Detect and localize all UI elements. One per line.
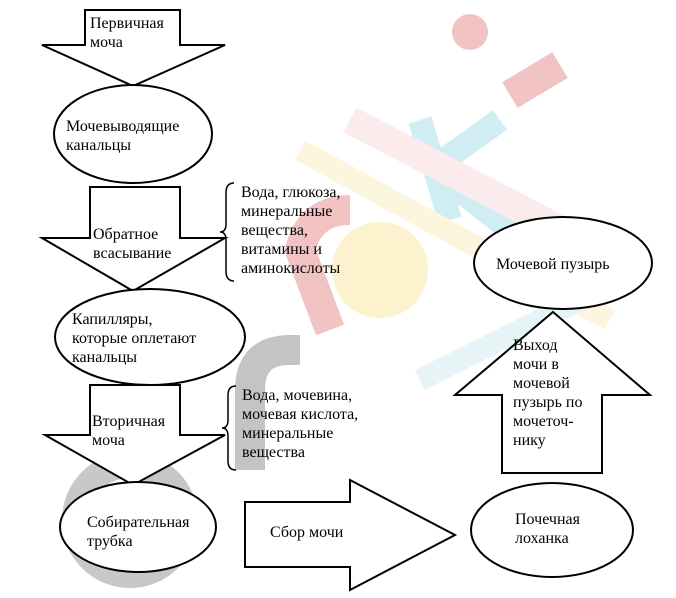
watermark-i (502, 52, 568, 108)
ellipse-renal-pelvis (470, 482, 634, 578)
up-arrow-ureter-exit (452, 310, 653, 474)
watermark-u (235, 335, 300, 470)
label-tubules: Мочевыводящие канальцы (66, 118, 180, 154)
ellipse-tubules (53, 84, 213, 184)
label-collecting-tube: Собирательная трубка (87, 514, 190, 550)
ellipse-collecting-tube (59, 481, 217, 573)
label-reabsorbed-substances: Вода, глюкоза, минеральные вещества, вит… (241, 184, 341, 277)
down-arrow-secondary-urine (41, 384, 226, 487)
watermark-dot (452, 14, 488, 50)
watermark-o (332, 222, 428, 318)
label-secondary-urine: Вторичная моча (92, 413, 166, 449)
ellipse-bladder (473, 216, 653, 310)
label-secondary-substances: Вода, мочевина, мочевая кислота, минерал… (242, 387, 359, 461)
label-capillaries: Капилляры, которые оплетают канальцы (72, 311, 197, 366)
label-bladder: Мочевой пузырь (496, 256, 610, 273)
brace-secondary (221, 385, 237, 471)
label-reabsorption: Обратное всасывание (93, 226, 172, 262)
down-arrow-primary-urine (41, 9, 226, 88)
brace-reabsorbed (219, 182, 235, 282)
label-ureter-exit: Выход мочи в мочевой пузырь по мочеточ- … (513, 337, 583, 449)
label-primary-urine: Первичная моча (90, 15, 164, 51)
watermark-k (408, 110, 518, 240)
watermark-r (284, 195, 351, 336)
right-arrow-urine-collection (244, 478, 458, 592)
label-renal-pelvis: Почечная лоханка (515, 511, 580, 547)
down-arrow-reabsorption (38, 186, 229, 293)
label-urine-collection: Сбор мочи (270, 524, 344, 541)
